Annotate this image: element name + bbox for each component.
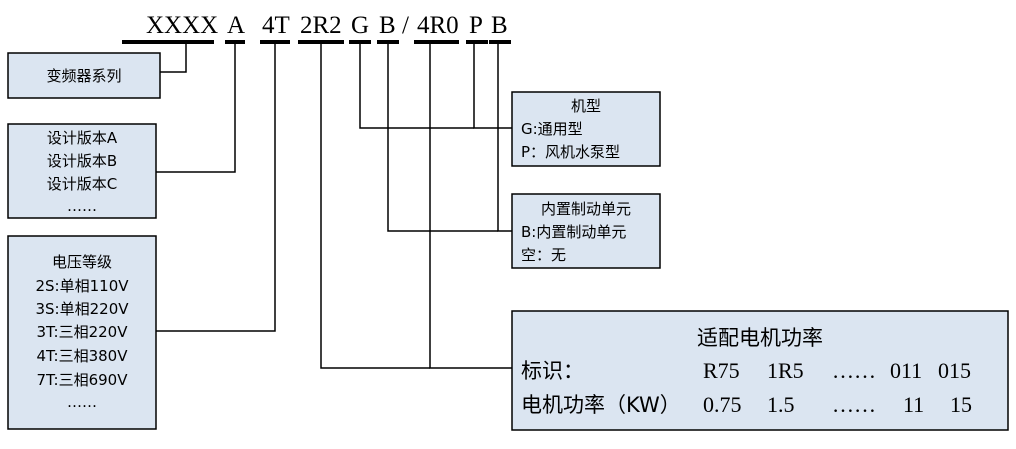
type-title: 机型: [571, 97, 601, 115]
voltage-box: [7, 235, 157, 430]
voltage-line-2: 2S:单相110V: [35, 277, 129, 295]
code-type-2: P: [469, 12, 483, 39]
type-line-p: P：风机水泵型: [521, 143, 620, 161]
voltage-line-4: 3T:三相220V: [36, 323, 128, 341]
power-title: 适配电机功率: [697, 326, 823, 350]
code-type: G: [351, 12, 369, 39]
power-row2-value-2: 1.5: [767, 392, 795, 417]
version-line-3: 设计版本C: [47, 175, 117, 193]
code-series: XXXX: [146, 12, 218, 39]
voltage-line-1: 电压等级: [52, 253, 112, 271]
connector-power-2: [429, 42, 512, 369]
power-row1-value-2: 1R5: [767, 358, 804, 383]
version-line-2: 设计版本B: [47, 152, 117, 170]
code-slash: /: [402, 12, 409, 39]
code-brake: B: [379, 12, 396, 39]
connector-brake-1: [387, 42, 498, 232]
version-line-1: 设计版本A: [47, 129, 118, 147]
type-box: [511, 91, 661, 167]
series-label: 变频器系列: [46, 67, 121, 85]
connector-power: [320, 42, 430, 369]
connector-type-2: [473, 42, 512, 129]
power-row2-value-4: 11: [903, 392, 924, 417]
type-line-g: G:通用型: [521, 120, 583, 138]
connector-voltage: [156, 42, 276, 332]
version-line-4: ……: [67, 197, 97, 215]
brake-line-empty: 空：无: [521, 246, 566, 264]
connector-version: [156, 42, 236, 173]
code-voltage: 4T: [262, 12, 290, 39]
power-box: [511, 310, 1009, 431]
code-version: A: [227, 12, 245, 39]
brake-box: [511, 193, 661, 269]
power-row2-value-3: ……: [832, 392, 876, 417]
power-row1-value-4: 011: [890, 358, 922, 383]
power-row2-value-1: 0.75: [703, 392, 742, 417]
voltage-line-6: 7T:三相690V: [36, 371, 128, 389]
connector-type-1: [359, 42, 474, 129]
power-row1-value-3: ……: [832, 358, 876, 383]
power-row1-label: 标识：: [521, 359, 584, 383]
voltage-line-7: ……: [67, 393, 97, 411]
series-box: [7, 52, 161, 99]
connector-brake-2: [497, 42, 512, 232]
code-power-2: 4R0: [417, 12, 459, 39]
code-brake-2: B: [491, 12, 508, 39]
brake-title: 内置制动单元: [541, 200, 631, 218]
power-row1-value-1: R75: [703, 358, 740, 383]
code-power: 2R2: [300, 12, 342, 39]
voltage-line-5: 4T:三相380V: [36, 347, 128, 365]
version-box: [7, 123, 157, 219]
power-row1-value-5: 015: [938, 358, 971, 383]
brake-line-b: B:内置制动单元: [521, 223, 626, 241]
connector-series: [160, 42, 187, 73]
power-row2-label: 电机功率（KW）: [521, 393, 681, 417]
voltage-line-3: 3S:单相220V: [35, 300, 129, 318]
power-row2-value-5: 15: [950, 392, 972, 417]
